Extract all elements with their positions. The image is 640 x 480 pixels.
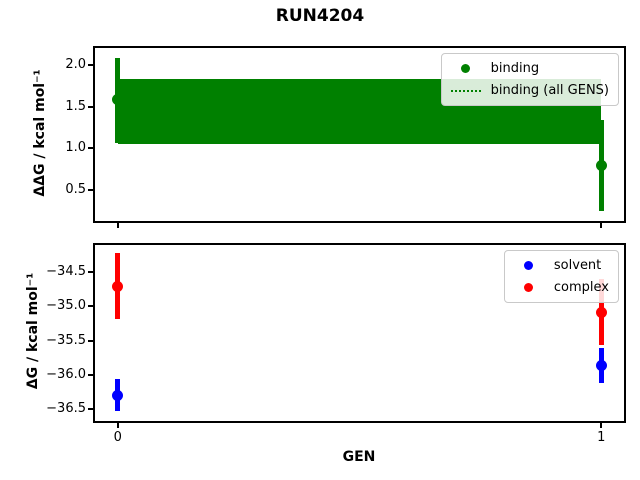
- y-axis-label-bottom-symbol: ΔG: [25, 366, 41, 390]
- legend-label: binding: [490, 61, 540, 76]
- x-tick: [116, 223, 119, 228]
- data-point-complex: [112, 280, 124, 292]
- y-tick-label: 1.0: [65, 140, 86, 156]
- figure-title: RUN4204: [275, 6, 365, 26]
- y-axis-label-bottom-unit: / kcal mol⁻¹: [25, 272, 41, 367]
- x-tick-label: 1: [597, 430, 606, 445]
- legend: solvent complex: [503, 250, 619, 303]
- legend-label: solvent: [553, 258, 602, 273]
- y-axis-label-top-unit: / kcal mol⁻¹: [32, 69, 48, 164]
- x-tick-label: 0: [113, 430, 122, 445]
- y-tick: [88, 270, 93, 273]
- top-subplot: 0.5 1.0 1.5 2.0 binding binding (all GENS): [65, 46, 626, 228]
- legend-dot-icon: [461, 64, 471, 73]
- y-tick: [88, 305, 93, 308]
- y-tick: [88, 64, 93, 67]
- data-point-complex: [595, 306, 607, 318]
- y-tick-label: −35.0: [46, 298, 86, 314]
- legend-marker-area: [514, 283, 544, 292]
- data-point-binding: [112, 93, 124, 105]
- x-tick: [116, 423, 119, 428]
- y-tick: [88, 188, 93, 191]
- y-tick-label: −34.5: [46, 263, 86, 279]
- y-tick-label: −36.0: [46, 366, 86, 382]
- y-tick: [88, 339, 93, 342]
- y-tick: [88, 147, 93, 150]
- bottom-subplot: 0 1 −34.5 −35.0 −35.5 −36.0 −36.5 solvent comple…: [46, 243, 626, 445]
- y-tick: [88, 105, 93, 108]
- y-axis-label-top-symbol: ΔΔG: [32, 163, 48, 197]
- legend-entry: binding: [451, 59, 609, 78]
- y-tick-label: −35.5: [46, 332, 86, 348]
- x-axis-label: GEN: [342, 449, 376, 465]
- y-axis-label-top: ΔΔG / kcal mol⁻¹: [32, 33, 48, 233]
- y-tick-label: 1.5: [65, 98, 86, 114]
- data-point-solvent: [595, 359, 607, 371]
- y-tick: [88, 408, 93, 411]
- legend-dot-icon: [524, 261, 534, 270]
- legend-dot-icon: [524, 283, 534, 292]
- legend-marker-area: [451, 64, 481, 73]
- y-axis-label-bottom: ΔG / kcal mol⁻¹: [25, 231, 41, 431]
- data-point-binding: [595, 160, 607, 172]
- legend: binding binding (all GENS): [440, 53, 619, 106]
- legend-label: binding (all GENS): [490, 83, 609, 98]
- legend-marker-area: [514, 261, 544, 270]
- legend-marker-area: [450, 89, 481, 92]
- data-point-solvent: [112, 390, 124, 402]
- y-tick-label: 0.5: [65, 181, 86, 197]
- legend-label: complex: [553, 280, 609, 295]
- x-tick: [600, 423, 603, 428]
- x-tick: [600, 223, 603, 228]
- legend-entry: binding (all GENS): [450, 81, 609, 100]
- legend-entry: complex: [514, 278, 609, 297]
- y-tick: [88, 373, 93, 376]
- legend-dotted-line-icon: [450, 89, 481, 92]
- y-tick-label: −36.5: [46, 401, 86, 417]
- legend-entry: solvent: [514, 256, 609, 275]
- y-tick-label: 2.0: [65, 57, 86, 73]
